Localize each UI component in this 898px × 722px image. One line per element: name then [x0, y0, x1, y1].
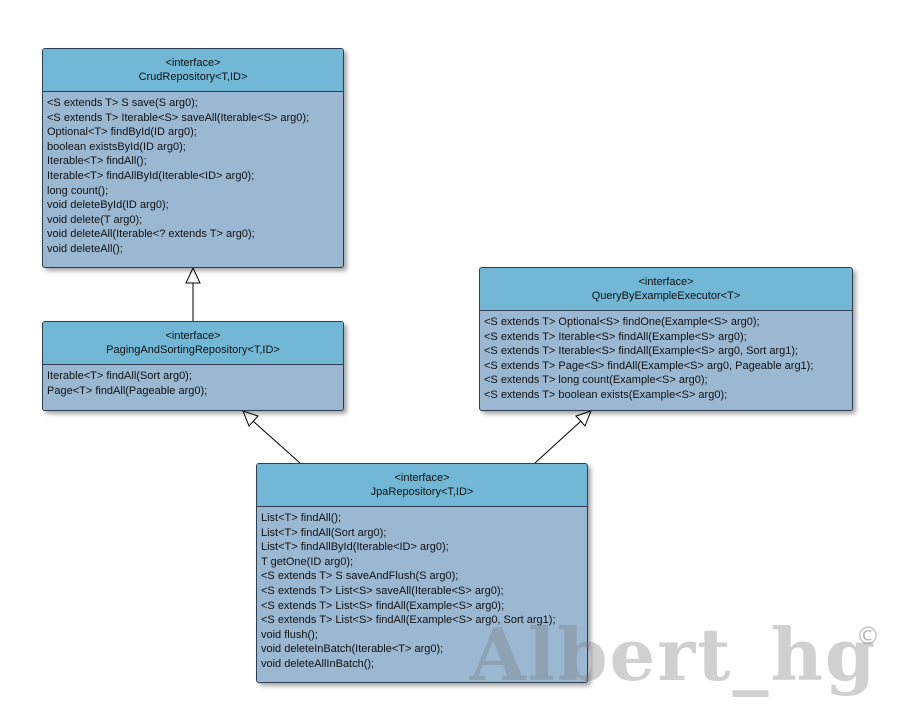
method-line: <S extends T> Iterable<S> findAll(Exampl… [484, 345, 799, 358]
arrowhead-paging [242, 410, 259, 427]
jpa-repository-header: <interface> JpaRepository<T,ID> [257, 464, 587, 507]
method-line: <S extends T> S saveAndFlush(S arg0); [261, 570, 459, 583]
method-line: long count(); [47, 184, 109, 197]
stereotype-label: <interface> [638, 276, 694, 288]
jpa-repository-box: <interface> JpaRepository<T,ID> List<T> … [256, 463, 588, 683]
method-line: List<T> findAll(Sort arg0); [261, 526, 387, 539]
method-line: void deleteById(ID arg0); [47, 199, 169, 212]
arrowhead-crud [185, 266, 201, 284]
interface-name: PagingAndSortingRepository<T,ID> [106, 344, 280, 356]
method-line: void deleteInBatch(Iterable<T> arg0); [261, 643, 444, 656]
method-line: <S extends T> Optional<S> findOne(Exampl… [484, 316, 760, 328]
paging-sorting-repository-box: <interface> PagingAndSortingRepository<T… [42, 321, 344, 411]
paging-sorting-repository-methods: Iterable<T> findAll(Sort arg0); Page<T> … [43, 365, 343, 398]
method-line: <S extends T> List<S> findAll(Example<S>… [261, 614, 556, 627]
method-line: <S extends T> List<S> findAll(Example<S>… [261, 599, 505, 612]
crud-repository-methods: <S extends T> S save(S arg0); <S extends… [43, 92, 343, 257]
stereotype-label: <interface> [165, 57, 221, 69]
method-line: List<T> findAll(); [261, 512, 342, 524]
method-line: Optional<T> findById(ID arg0); [47, 126, 197, 139]
query-by-example-executor-methods: <S extends T> Optional<S> findOne(Exampl… [480, 311, 852, 403]
stereotype-label: <interface> [394, 472, 450, 484]
method-line: boolean existsById(ID arg0); [47, 140, 186, 153]
method-line: <S extends T> long count(Example<S> arg0… [484, 374, 708, 387]
method-line: <S extends T> Page<S> findAll(Example<S>… [484, 359, 814, 372]
edge-jpa-to-paging [252, 420, 301, 464]
method-line: void deleteAll(); [47, 242, 123, 255]
edge-jpa-to-qbe [534, 420, 582, 464]
jpa-repository-methods: List<T> findAll(); List<T> findAll(Sort … [257, 507, 587, 672]
author-watermark: Albert_hg [470, 612, 878, 697]
method-line: void delete(T arg0); [47, 213, 143, 226]
query-by-example-executor-header: <interface> QueryByExampleExecutor<T> [480, 268, 852, 311]
stereotype-label: <interface> [165, 330, 221, 342]
arrowhead-qbe [575, 410, 592, 427]
method-line: <S extends T> Iterable<S> findAll(Exampl… [484, 330, 747, 343]
query-by-example-executor-box: <interface> QueryByExampleExecutor<T> <S… [479, 267, 853, 411]
crud-repository-box: <interface> CrudRepository<T,ID> <S exte… [42, 48, 344, 268]
method-line: <S extends T> Iterable<S> saveAll(Iterab… [47, 111, 310, 124]
method-line: void deleteAllInBatch(); [261, 657, 375, 670]
interface-name: JpaRepository<T,ID> [370, 486, 474, 498]
method-line: <S extends T> S save(S arg0); [47, 97, 198, 109]
method-line: Iterable<T> findAll(); [47, 155, 147, 168]
method-line: void deleteAll(Iterable<? extends T> arg… [47, 228, 255, 241]
crud-repository-header: <interface> CrudRepository<T,ID> [43, 49, 343, 92]
method-line: <S extends T> boolean exists(Example<S> … [484, 388, 728, 401]
method-line: Iterable<T> findAll(Sort arg0); [47, 370, 192, 382]
method-line: Iterable<T> findAllById(Iterable<ID> arg… [47, 169, 255, 182]
paging-sorting-repository-header: <interface> PagingAndSortingRepository<T… [43, 322, 343, 365]
method-line: void flush(); [261, 628, 318, 641]
method-line: <S extends T> List<S> saveAll(Iterable<S… [261, 584, 504, 597]
interface-name: QueryByExampleExecutor<T> [591, 290, 741, 302]
interface-name: CrudRepository<T,ID> [138, 71, 248, 83]
method-line: List<T> findAllById(Iterable<ID> arg0); [261, 541, 449, 554]
method-line: T getOne(ID arg0); [261, 555, 354, 568]
method-line: Page<T> findAll(Pageable arg0); [47, 384, 208, 397]
copyright-symbol: © [856, 622, 880, 650]
